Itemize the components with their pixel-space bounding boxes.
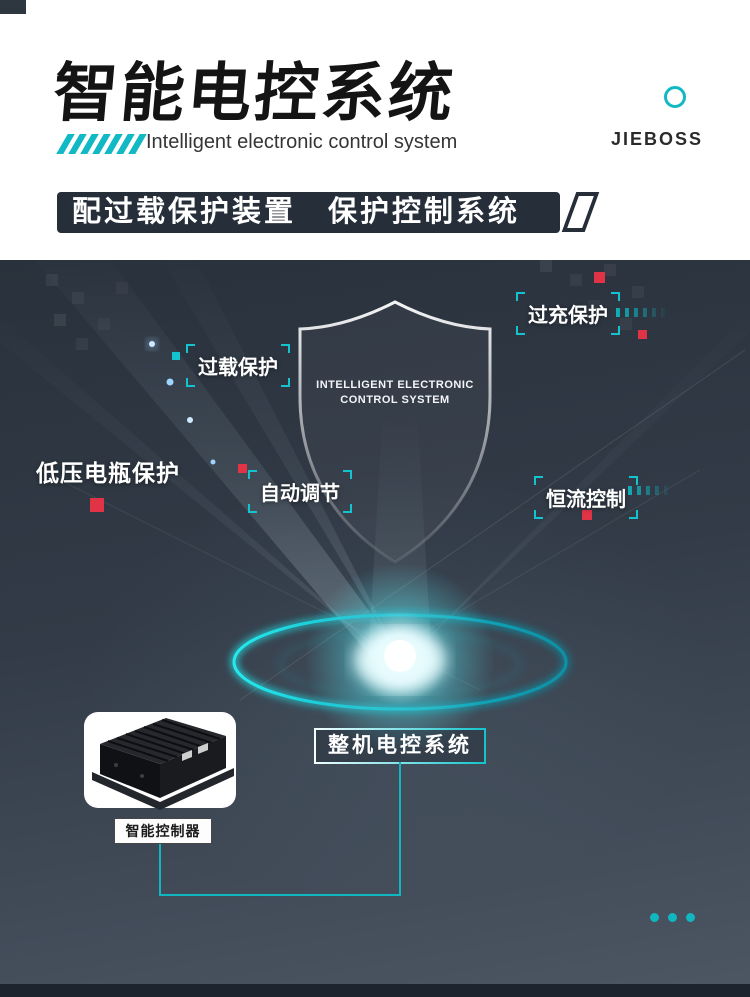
page-subtitle: Intelligent electronic control system [146, 131, 458, 153]
brand-circle-icon [664, 86, 686, 108]
bracket-corner-icon [629, 476, 638, 485]
shield-caption: INTELLIGENT ELECTRONIC CONTROL SYSTEM [299, 378, 491, 408]
dot-icon [650, 913, 659, 922]
bracket-corner-icon [281, 378, 290, 387]
dot-icon [668, 913, 677, 922]
device-label: 智能控制器 [114, 818, 212, 844]
bracket-corner-icon [611, 326, 620, 335]
bracket-corner-icon [629, 510, 638, 519]
scene-graphic [0, 260, 750, 753]
feature-label-overcharge: 过充保护 [516, 292, 620, 335]
connector-line-horizontal [159, 894, 401, 896]
controller-device-icon [92, 718, 234, 810]
bottom-divider [0, 984, 750, 997]
dot-icon [686, 913, 695, 922]
feature-text: 恒流控制 [546, 489, 626, 511]
feature-text: 过载保护 [198, 357, 278, 379]
connector-line-vertical-right [399, 762, 401, 896]
banner-parallelogram-icon [561, 192, 600, 232]
bracket-corner-icon [343, 470, 352, 479]
feature-label-auto-adjust: 自动调节 [248, 470, 352, 513]
beam-sparkle-dots [146, 338, 216, 465]
bracket-corner-icon [611, 292, 620, 301]
shield-caption-line2: CONTROL SYSTEM [340, 394, 450, 406]
bracket-corner-icon [343, 504, 352, 513]
hatch-slashes-icon [56, 134, 147, 154]
scene-section: 过充保护 过载保护 低压电瓶保护 自动调节 恒流控制 INTELLIGENT E… [0, 260, 750, 997]
signal-trail-decoration [628, 486, 672, 495]
red-square-decoration [238, 464, 247, 473]
feature-label-constant-current: 恒流控制 [534, 476, 638, 519]
bracket-corner-icon [534, 476, 543, 485]
signal-trail-decoration [616, 308, 668, 317]
bracket-corner-icon [516, 292, 525, 301]
pixel-cluster-right [540, 260, 552, 272]
shield-outline-icon [298, 300, 492, 564]
bracket-corner-icon [186, 378, 195, 387]
connector-line-vertical-left [159, 844, 161, 896]
ellipsis-dots-icon [650, 913, 695, 922]
center-system-label: 整机电控系统 [314, 728, 486, 764]
teal-square-decoration [172, 352, 180, 360]
feature-banner: 配过载保护装置 保护控制系统 [57, 192, 560, 233]
feature-text: 过充保护 [528, 305, 608, 327]
red-square-decoration [638, 330, 647, 339]
bracket-corner-icon [248, 504, 257, 513]
red-square-decoration [90, 498, 104, 512]
feature-label-low-voltage: 低压电瓶保护 [36, 460, 180, 486]
corner-decoration [0, 0, 26, 14]
bracket-corner-icon [281, 344, 290, 353]
brand-name: JIEBOSS [611, 129, 704, 149]
red-square-decoration [582, 510, 592, 520]
page-title: 智能电控系统 [50, 57, 459, 129]
bracket-corner-icon [186, 344, 195, 353]
bracket-corner-icon [248, 470, 257, 479]
feature-text: 自动调节 [260, 483, 340, 505]
shield-caption-line1: INTELLIGENT ELECTRONIC [316, 379, 474, 391]
pixel-cluster-left [46, 274, 58, 286]
red-square-decoration [594, 272, 605, 283]
glow-core [305, 563, 495, 753]
bracket-corner-icon [534, 510, 543, 519]
bracket-corner-icon [516, 326, 525, 335]
feature-label-overload: 过载保护 [186, 344, 290, 387]
